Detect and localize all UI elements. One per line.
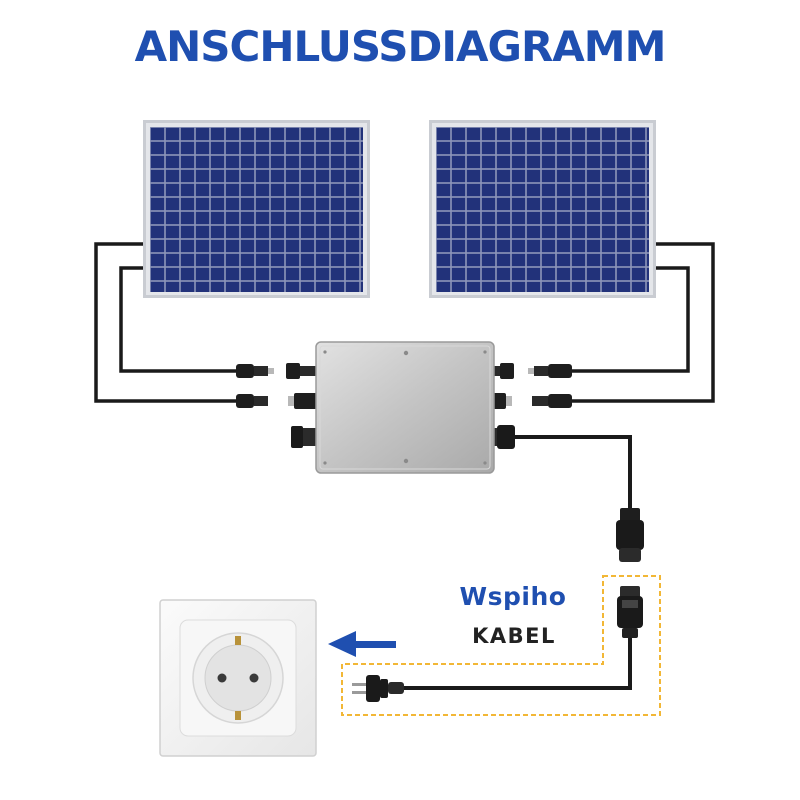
solar-panel-right: [429, 120, 656, 298]
ac-cable-connector: [617, 586, 643, 638]
ac-cable: [402, 435, 632, 690]
schuko-socket-icon: [159, 599, 317, 757]
micro-inverter: [315, 341, 495, 474]
schuko-plug-icon: [352, 675, 404, 702]
mc4-connectors-left: [236, 363, 318, 448]
arrow-left-icon: [328, 631, 396, 657]
ac-inline-connector: [616, 508, 644, 562]
page-title: ANSCHLUSSDIAGRAMM: [134, 22, 667, 71]
solar-panel-left: [143, 120, 370, 298]
cable-highlight-box: [341, 575, 661, 716]
brand-label: Wspiho: [459, 582, 567, 611]
dc-wires: [94, 242, 715, 403]
cable-label: KABEL: [472, 624, 556, 648]
